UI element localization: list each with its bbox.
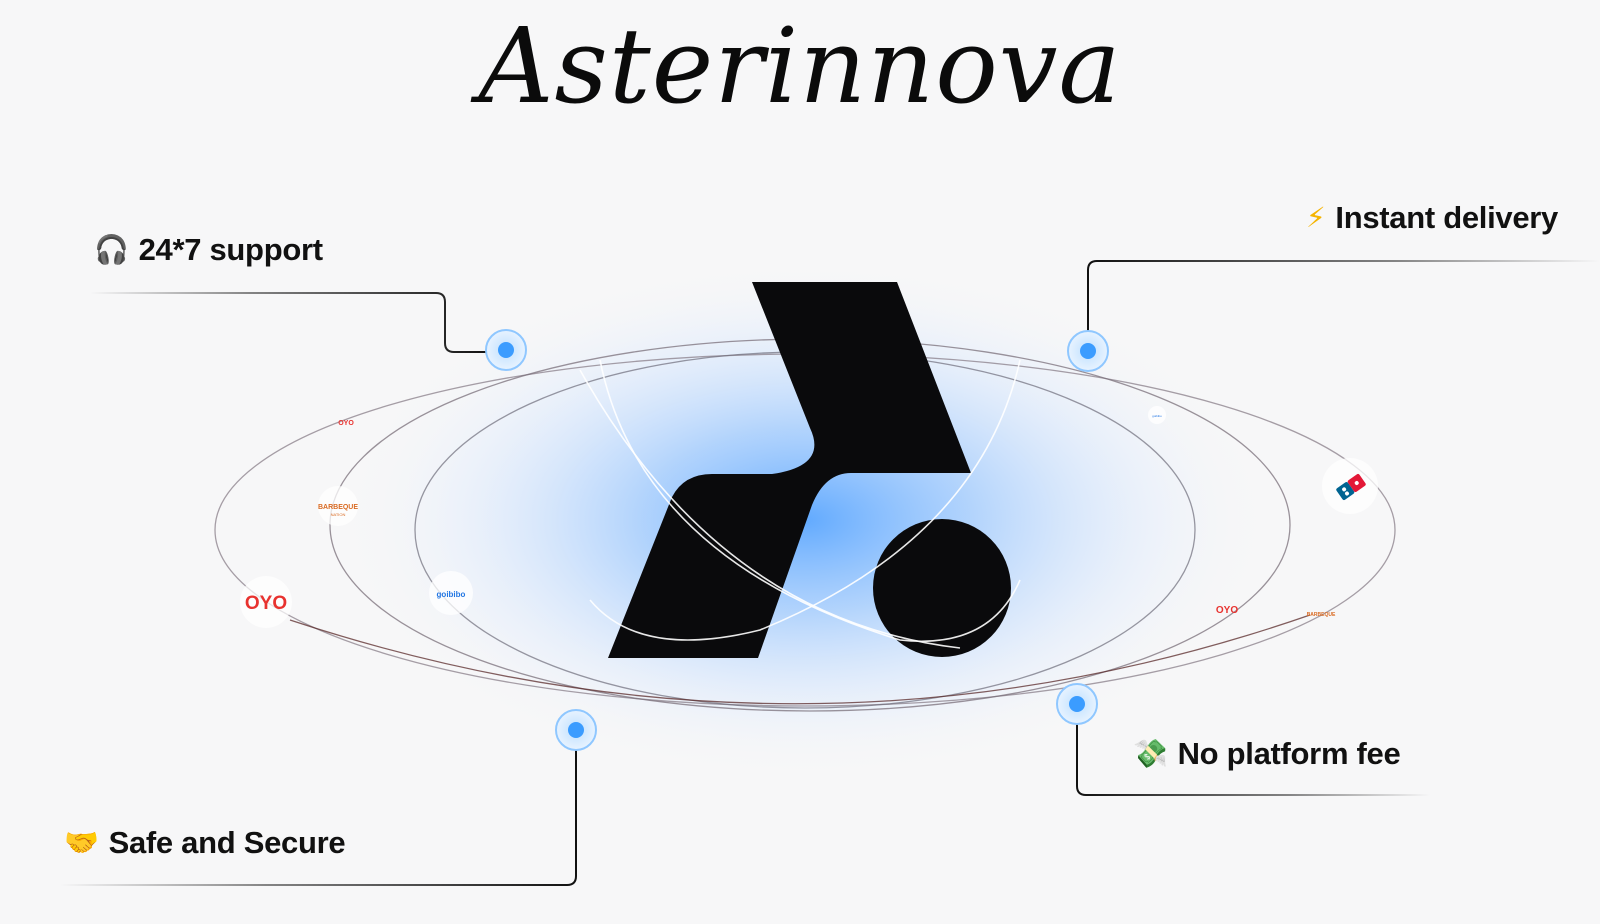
partner-barbeque-left: BARBEQUE NATION xyxy=(318,486,358,526)
connector-fee xyxy=(1076,704,1430,796)
partner-dominos xyxy=(1322,458,1378,514)
brand-logo-mark xyxy=(608,282,1011,658)
node-support xyxy=(485,329,527,371)
feature-fee-label: No platform fee xyxy=(1177,736,1401,771)
node-secure xyxy=(555,709,597,751)
svg-text:goibibo: goibibo xyxy=(1152,414,1162,418)
connector-lines xyxy=(60,260,1600,886)
partner-barbeque-right: BARBEQUE xyxy=(1307,612,1336,618)
svg-text:NATION: NATION xyxy=(331,512,346,517)
feature-delivery-label: Instant delivery xyxy=(1335,200,1558,235)
feature-delivery: ⚡ Instant delivery xyxy=(1306,200,1558,236)
feature-fee: 💸 No platform fee xyxy=(1133,736,1401,772)
connector-delivery xyxy=(1087,260,1600,346)
feature-secure-label: Safe and Secure xyxy=(108,825,346,860)
svg-text:OYO: OYO xyxy=(245,593,287,614)
feature-support: 🎧 24*7 support xyxy=(94,232,323,268)
partner-goibibo: goibibo xyxy=(429,571,473,615)
partner-oyo-right: OYO xyxy=(1216,605,1238,616)
money-icon: 💸 xyxy=(1133,738,1168,769)
orbit-ring-lower-arc xyxy=(289,614,1311,705)
feature-secure: 🤝 Safe and Secure xyxy=(64,825,346,861)
connector-support xyxy=(90,292,490,353)
white-arcs xyxy=(579,359,1021,649)
svg-text:goibibo: goibibo xyxy=(437,590,466,599)
node-fee xyxy=(1056,683,1098,725)
lightning-icon: ⚡ xyxy=(1306,202,1326,233)
partner-goibibo-small: goibibo xyxy=(1148,406,1166,424)
svg-text:BARBEQUE: BARBEQUE xyxy=(318,504,358,511)
svg-text:BARBEQUE: BARBEQUE xyxy=(1307,612,1336,618)
node-delivery xyxy=(1067,330,1109,372)
connector-secure xyxy=(60,730,577,886)
svg-text:OYO: OYO xyxy=(1216,605,1238,616)
partner-oyo-small-left: OYO xyxy=(338,420,354,427)
handshake-icon: 🤝 xyxy=(64,827,99,858)
headphones-icon: 🎧 xyxy=(94,234,129,265)
connector-nodes xyxy=(485,329,1109,751)
partner-oyo-large: OYO xyxy=(240,576,292,628)
svg-text:OYO: OYO xyxy=(338,420,354,427)
feature-support-label: 24*7 support xyxy=(138,232,323,267)
partner-logos: OYO OYO BARBEQUE NATION goibibo goibibo xyxy=(240,406,1378,628)
brand-title: Asterinnova xyxy=(478,5,1122,127)
